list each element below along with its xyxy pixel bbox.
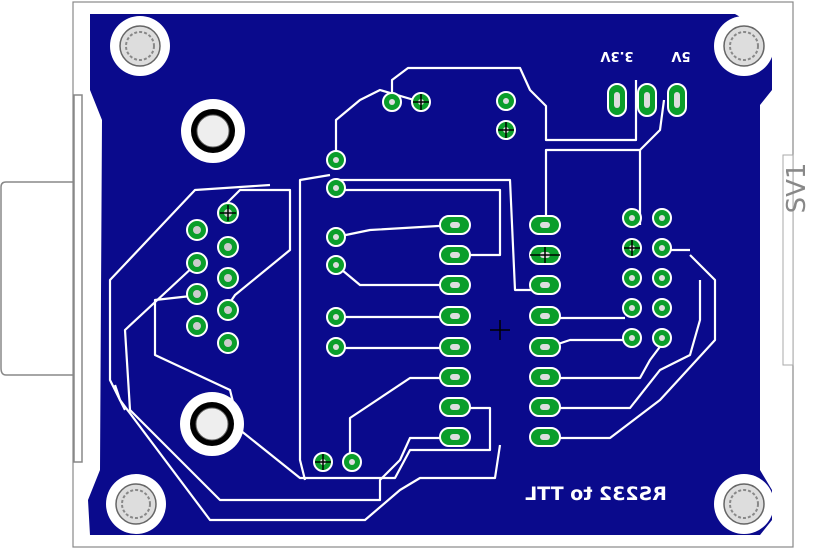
crosshair-markers [220, 94, 640, 470]
mounting-hole-bl [106, 474, 166, 534]
db9-mounting-holes [180, 99, 245, 456]
mounting-hole-tl [110, 16, 170, 76]
ic-pads-right [529, 215, 561, 447]
db9-connector-outline [0, 94, 83, 463]
jumper-label-5v: 5V [671, 48, 690, 63]
board-title: RS232 to TTL [525, 483, 667, 505]
copper-pour [88, 14, 772, 535]
header-outline [782, 154, 794, 366]
mounting-holes [106, 16, 774, 534]
mounting-hole-br [714, 474, 774, 534]
header-label: SV1 [782, 163, 812, 214]
mounting-hole-tr [714, 16, 774, 76]
traces [108, 66, 717, 522]
jumper-label-3v3: 3.3V [600, 48, 633, 63]
